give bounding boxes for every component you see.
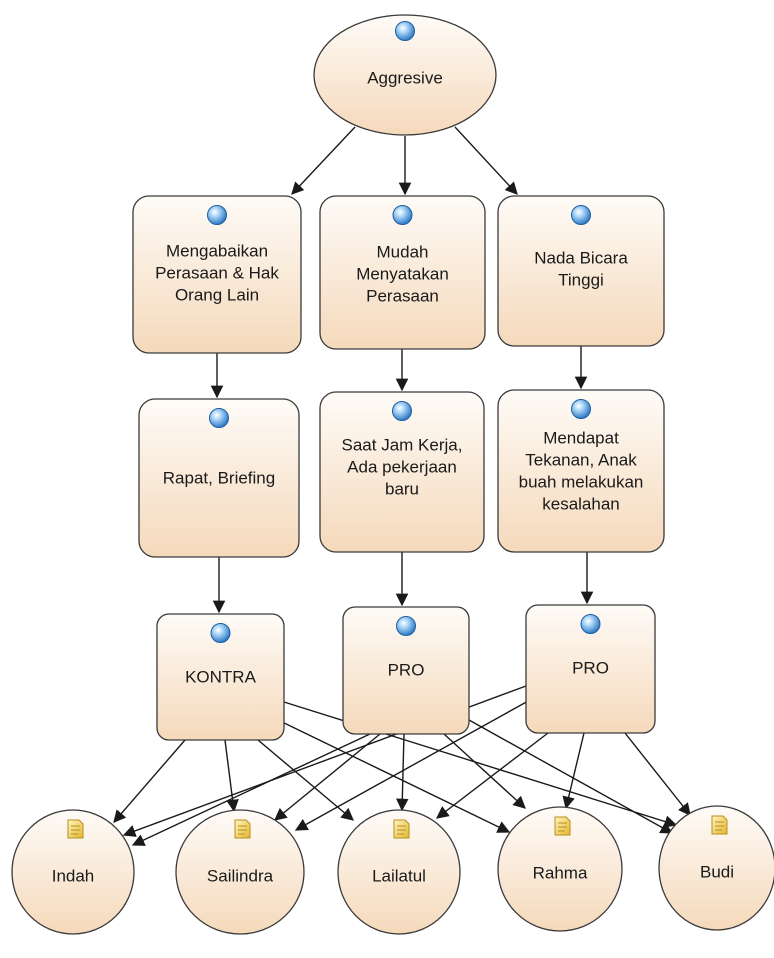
- level2-node[interactable]: Saat Jam Kerja, Ada pekerjaan baru: [319, 391, 485, 553]
- blue-bullet-icon: [210, 623, 231, 643]
- level2-node-line: Saat Jam Kerja,: [342, 435, 463, 454]
- level1-node-line: Nada Bicara: [534, 248, 628, 267]
- stance-node-label: PRO: [572, 658, 609, 677]
- connector-arrow: [624, 732, 691, 816]
- person-node[interactable]: Rahma: [497, 806, 623, 932]
- level1-node-line: Menyatakan: [356, 264, 449, 283]
- note-icon: [554, 816, 571, 836]
- stance-node[interactable]: PRO: [525, 604, 656, 734]
- connector-arrow: [131, 733, 371, 846]
- connector-arrow: [454, 126, 518, 195]
- connector-arrow: [443, 733, 526, 809]
- root-node[interactable]: Aggresive: [313, 14, 497, 136]
- stance-node[interactable]: KONTRA: [156, 613, 285, 741]
- person-node-label: Rahma: [533, 863, 588, 882]
- connector-arrow: [435, 732, 549, 819]
- person-node[interactable]: Lailatul: [337, 809, 461, 935]
- stance-node-label: KONTRA: [185, 667, 257, 686]
- level1-node-line: Tinggi: [558, 270, 604, 289]
- note-icon: [67, 819, 84, 839]
- connector-arrow: [291, 126, 356, 195]
- blue-bullet-icon: [396, 616, 416, 636]
- person-node-label: Budi: [700, 862, 734, 881]
- level2-node-line: Tekanan, Anak: [525, 450, 637, 469]
- level2-node-line: buah melakukan: [519, 472, 644, 491]
- level1-node-line: Perasaan: [366, 286, 439, 305]
- level2-node-line: Ada pekerjaan: [347, 457, 457, 476]
- level2-node-line: kesalahan: [542, 494, 620, 513]
- person-node[interactable]: Budi: [658, 805, 774, 931]
- person-node-label: Lailatul: [372, 866, 426, 885]
- connector-arrow: [294, 699, 531, 831]
- blue-bullet-icon: [571, 399, 591, 419]
- level2-node-line: Rapat, Briefing: [163, 468, 275, 487]
- blue-bullet-icon: [571, 205, 591, 225]
- root-node-label: Aggresive: [367, 68, 443, 87]
- blue-bullet-icon: [207, 205, 227, 225]
- person-node[interactable]: Sailindra: [175, 809, 305, 935]
- note-icon: [234, 819, 251, 839]
- connector-arrow: [562, 732, 585, 810]
- connector-arrow: [274, 733, 381, 821]
- person-node[interactable]: Indah: [11, 809, 135, 935]
- level1-node-line: Orang Lain: [175, 285, 259, 304]
- stance-node-label: PRO: [388, 660, 425, 679]
- level1-node-line: Mudah: [377, 242, 429, 261]
- blue-bullet-icon: [392, 401, 412, 421]
- level2-node[interactable]: Rapat, Briefing: [138, 398, 300, 558]
- blue-bullet-icon: [580, 614, 601, 634]
- note-icon: [393, 819, 410, 839]
- person-node-label: Sailindra: [207, 866, 274, 885]
- level2-node-line: baru: [385, 479, 419, 498]
- level1-node-line: Mengabaikan: [166, 241, 268, 260]
- blue-bullet-icon: [392, 205, 413, 225]
- stance-node[interactable]: PRO: [342, 606, 470, 735]
- blue-bullet-icon: [209, 408, 229, 428]
- connector-arrow: [468, 719, 674, 834]
- person-node-label: Indah: [52, 866, 95, 885]
- connector-arrow: [113, 739, 186, 823]
- note-icon: [711, 815, 728, 835]
- connector-arrow: [396, 733, 409, 812]
- blue-bullet-icon: [395, 21, 415, 41]
- level1-node-line: Perasaan & Hak: [155, 263, 279, 282]
- level2-node-line: Mendapat: [543, 428, 619, 447]
